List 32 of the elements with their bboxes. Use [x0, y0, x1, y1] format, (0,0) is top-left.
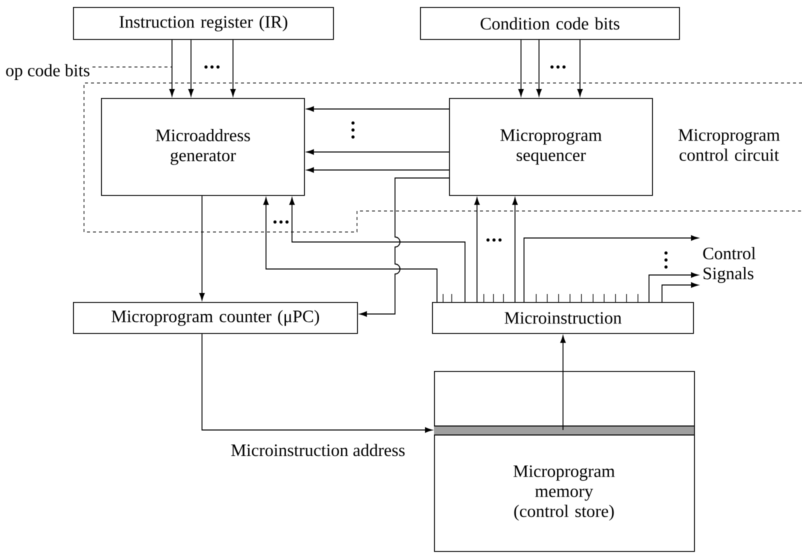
register-box: Instruction register (IR) [73, 7, 334, 40]
region-label: Microprogram control circuit [678, 129, 780, 161]
arrow [306, 106, 450, 112]
counter-box: Microprogram counter (μPC) [73, 302, 358, 334]
arrow [524, 235, 698, 302]
arrow [202, 333, 432, 433]
sequencer-box: Microprogram sequencer [449, 98, 653, 196]
register-box: Condition code bits [420, 7, 680, 40]
edge-label: Microinstruction address [230, 442, 406, 458]
arrow [662, 282, 698, 302]
arrow [188, 39, 194, 96]
arrow [169, 39, 175, 96]
arrow [199, 195, 205, 300]
arrow [474, 198, 480, 302]
leader-line [92, 66, 172, 68]
arrow [360, 178, 450, 317]
arrow [648, 272, 698, 302]
arrow [560, 336, 566, 430]
arrow [536, 39, 542, 96]
arrow [306, 167, 450, 173]
arrow [289, 198, 466, 302]
arrow [230, 39, 236, 96]
arrow [518, 39, 524, 96]
memory-box: Microprogram memory (control store) [434, 371, 695, 552]
signal-label: Control Signals [703, 247, 756, 283]
leader-text: op code bits [6, 64, 90, 80]
generator-box: Microaddress generator [101, 98, 305, 196]
arrow [263, 198, 438, 302]
arrow [306, 149, 450, 155]
arrow [577, 39, 583, 96]
microinstruction-register: Microinstruction [432, 302, 694, 334]
arrow [512, 198, 518, 302]
